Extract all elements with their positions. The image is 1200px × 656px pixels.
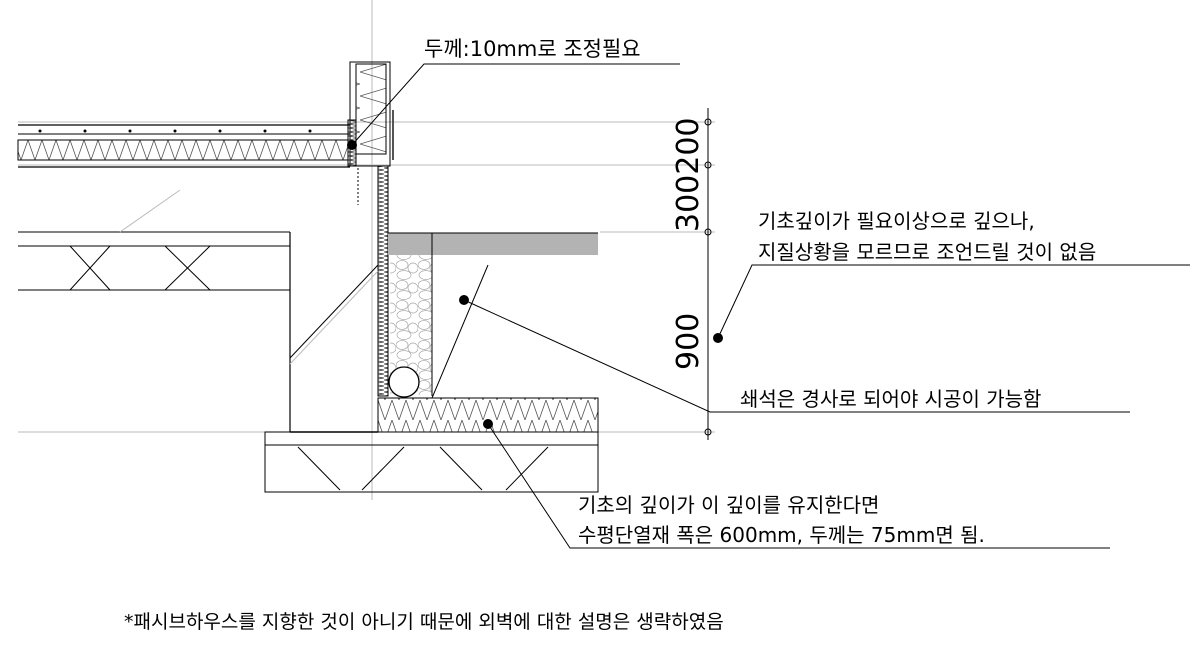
upper-wall [347, 61, 394, 167]
interior-slab [18, 189, 379, 433]
upper-floor-slab [17, 124, 351, 168]
note-insulation-2: 수평단열재 폭은 600mm, 두께는 75mm면 됨. [578, 523, 985, 547]
note-depth-1: 기초깊이가 필요이상으로 깊으나, [758, 209, 1035, 233]
note-thickness: 두께:10mm로 조정필요 [424, 37, 641, 61]
foundation-wall [357, 165, 389, 397]
dimension-line [704, 108, 712, 440]
note-depth-2: 지질상황을 모르므로 조언드릴 것이 없음 [758, 240, 1096, 264]
grade-band [388, 233, 598, 255]
footnote: *패시브하우스를 지향한 것이 아니기 때문에 외벽에 대한 설명은 생략하였음 [124, 611, 724, 633]
footing [264, 431, 599, 493]
drain-pipe [388, 366, 420, 398]
leader-dots [347, 140, 723, 429]
leader-lines [351, 63, 1190, 549]
dimension-upper: 300200 [671, 117, 706, 232]
dimension-lower: 900 [671, 313, 706, 370]
note-gravel: 쇄석은 경사로 되어야 시공이 가능함 [740, 387, 1041, 411]
note-insulation-1: 기초의 깊이가 이 깊이를 유지한다면 [578, 493, 879, 517]
